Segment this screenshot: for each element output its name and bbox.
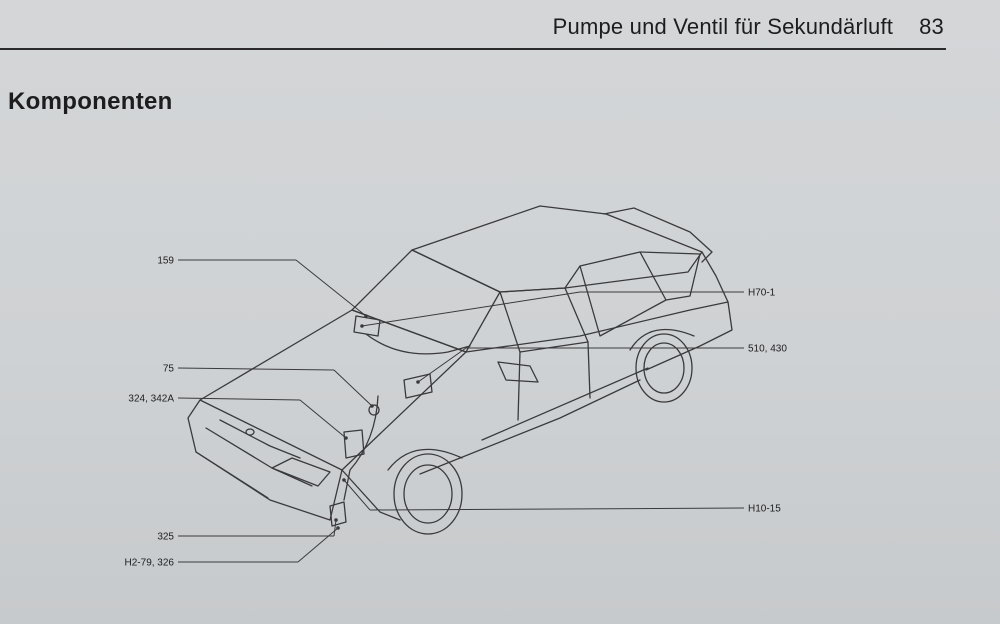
callout-510-430: 510, 430 <box>748 344 787 355</box>
callout-h2-79-326: H2-79, 326 <box>125 558 175 569</box>
running-head: Pumpe und Ventil für Sekundärluft 83 <box>553 14 944 40</box>
header-rule <box>0 48 946 50</box>
callout-h70-1: H70-1 <box>748 288 776 299</box>
page-number: 83 <box>919 14 944 39</box>
callout-159: 159 <box>157 256 174 267</box>
car-outline <box>187 205 733 535</box>
callout-75: 75 <box>163 364 175 375</box>
running-title: Pumpe und Ventil für Sekundärluft <box>552 14 894 39</box>
callout-leaders <box>177 259 745 563</box>
section-title: Komponenten <box>8 88 173 115</box>
callout-324-342a: 324, 342A <box>128 394 174 405</box>
callout-h10-15: H10-15 <box>748 504 781 515</box>
callout-325: 325 <box>157 532 174 543</box>
